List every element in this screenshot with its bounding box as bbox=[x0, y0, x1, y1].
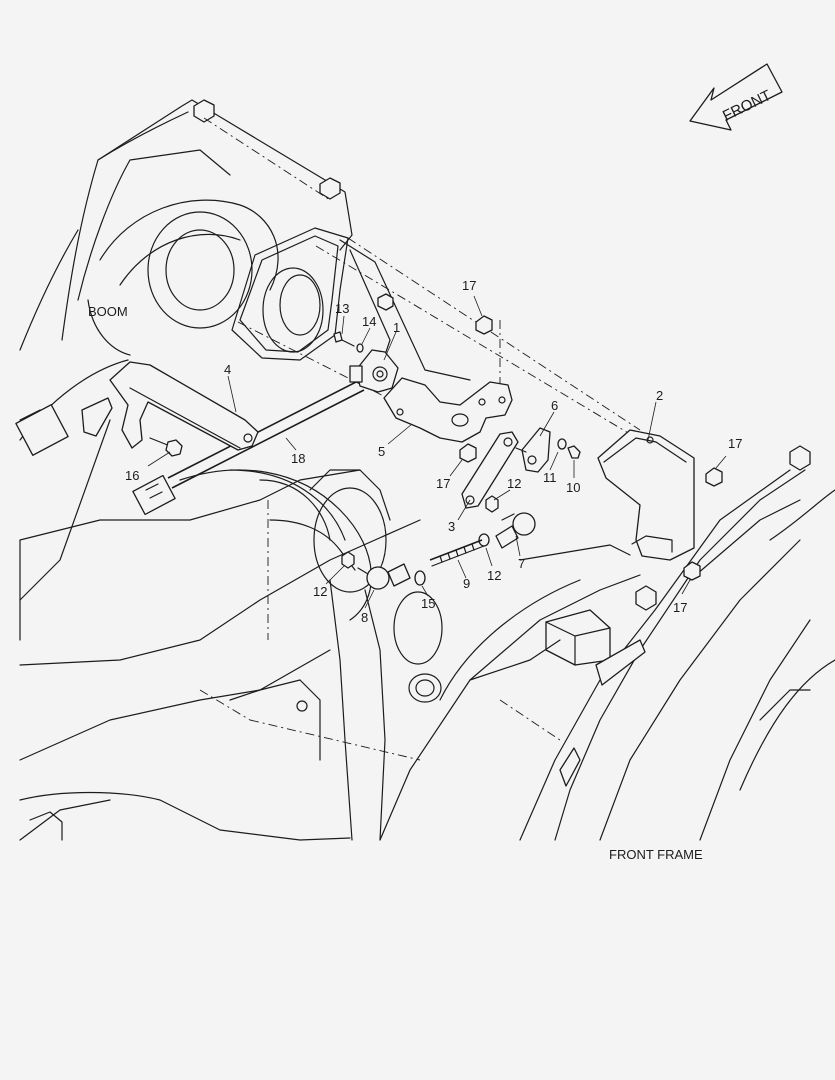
bolt-part-17-top bbox=[475, 315, 493, 335]
sensor-part-1 bbox=[349, 349, 399, 393]
callout-16: 16 bbox=[125, 468, 139, 483]
callout-10: 10 bbox=[566, 480, 580, 495]
callout-2: 2 bbox=[656, 388, 663, 403]
washer-part-14 bbox=[356, 343, 364, 353]
callout-3: 3 bbox=[448, 519, 455, 534]
bracket-part-6 bbox=[521, 427, 551, 473]
callout-1: 1 bbox=[393, 320, 400, 335]
boom-structure bbox=[15, 99, 471, 841]
callout-6: 6 bbox=[551, 398, 558, 413]
callout-7: 7 bbox=[518, 556, 525, 571]
bolt-part-17-mid bbox=[459, 443, 477, 463]
bolt-part-16 bbox=[149, 437, 183, 457]
callout-13: 13 bbox=[335, 301, 349, 316]
front-arrow-icon: FRONT bbox=[689, 63, 783, 131]
callout-17-top: 17 bbox=[462, 278, 476, 293]
bolt-part-10 bbox=[567, 445, 581, 459]
nut-part-12-c bbox=[341, 551, 355, 569]
nut-part-15 bbox=[414, 570, 426, 586]
callout-14: 14 bbox=[362, 314, 376, 329]
bracket-part-5 bbox=[383, 377, 513, 443]
ball-joint-part-7 bbox=[495, 512, 536, 549]
leader-lines bbox=[147, 295, 727, 609]
ball-joint-part-8 bbox=[357, 563, 411, 590]
callout-12-c: 12 bbox=[313, 584, 327, 599]
callout-17-bottom: 17 bbox=[673, 600, 687, 615]
rod-part-9 bbox=[429, 539, 485, 567]
callout-12-a: 12 bbox=[507, 476, 521, 491]
callout-8: 8 bbox=[361, 610, 368, 625]
boom-label: BOOM bbox=[88, 304, 128, 319]
callout-17-mid: 17 bbox=[436, 476, 450, 491]
callout-18: 18 bbox=[291, 451, 305, 466]
callout-15: 15 bbox=[421, 596, 435, 611]
front-frame-structure bbox=[379, 445, 835, 841]
harness-part-18 bbox=[132, 379, 365, 516]
callout-12-b: 12 bbox=[487, 568, 501, 583]
bracket-part-2 bbox=[597, 429, 695, 561]
nut-part-12-a bbox=[485, 495, 499, 513]
washer-part-11 bbox=[557, 438, 567, 450]
callout-5: 5 bbox=[378, 444, 385, 459]
bolt-part-17-bottom bbox=[683, 561, 701, 581]
callout-11: 11 bbox=[543, 470, 557, 485]
callout-17-right: 17 bbox=[728, 436, 742, 451]
bolt-part-13 bbox=[333, 331, 355, 347]
bracket-part-4 bbox=[81, 361, 259, 451]
bolt-part-17-right bbox=[705, 467, 723, 487]
callout-4: 4 bbox=[224, 362, 231, 377]
lever-part-3 bbox=[461, 431, 527, 509]
callout-9: 9 bbox=[463, 576, 470, 591]
front-frame-label: FRONT FRAME bbox=[609, 847, 703, 862]
